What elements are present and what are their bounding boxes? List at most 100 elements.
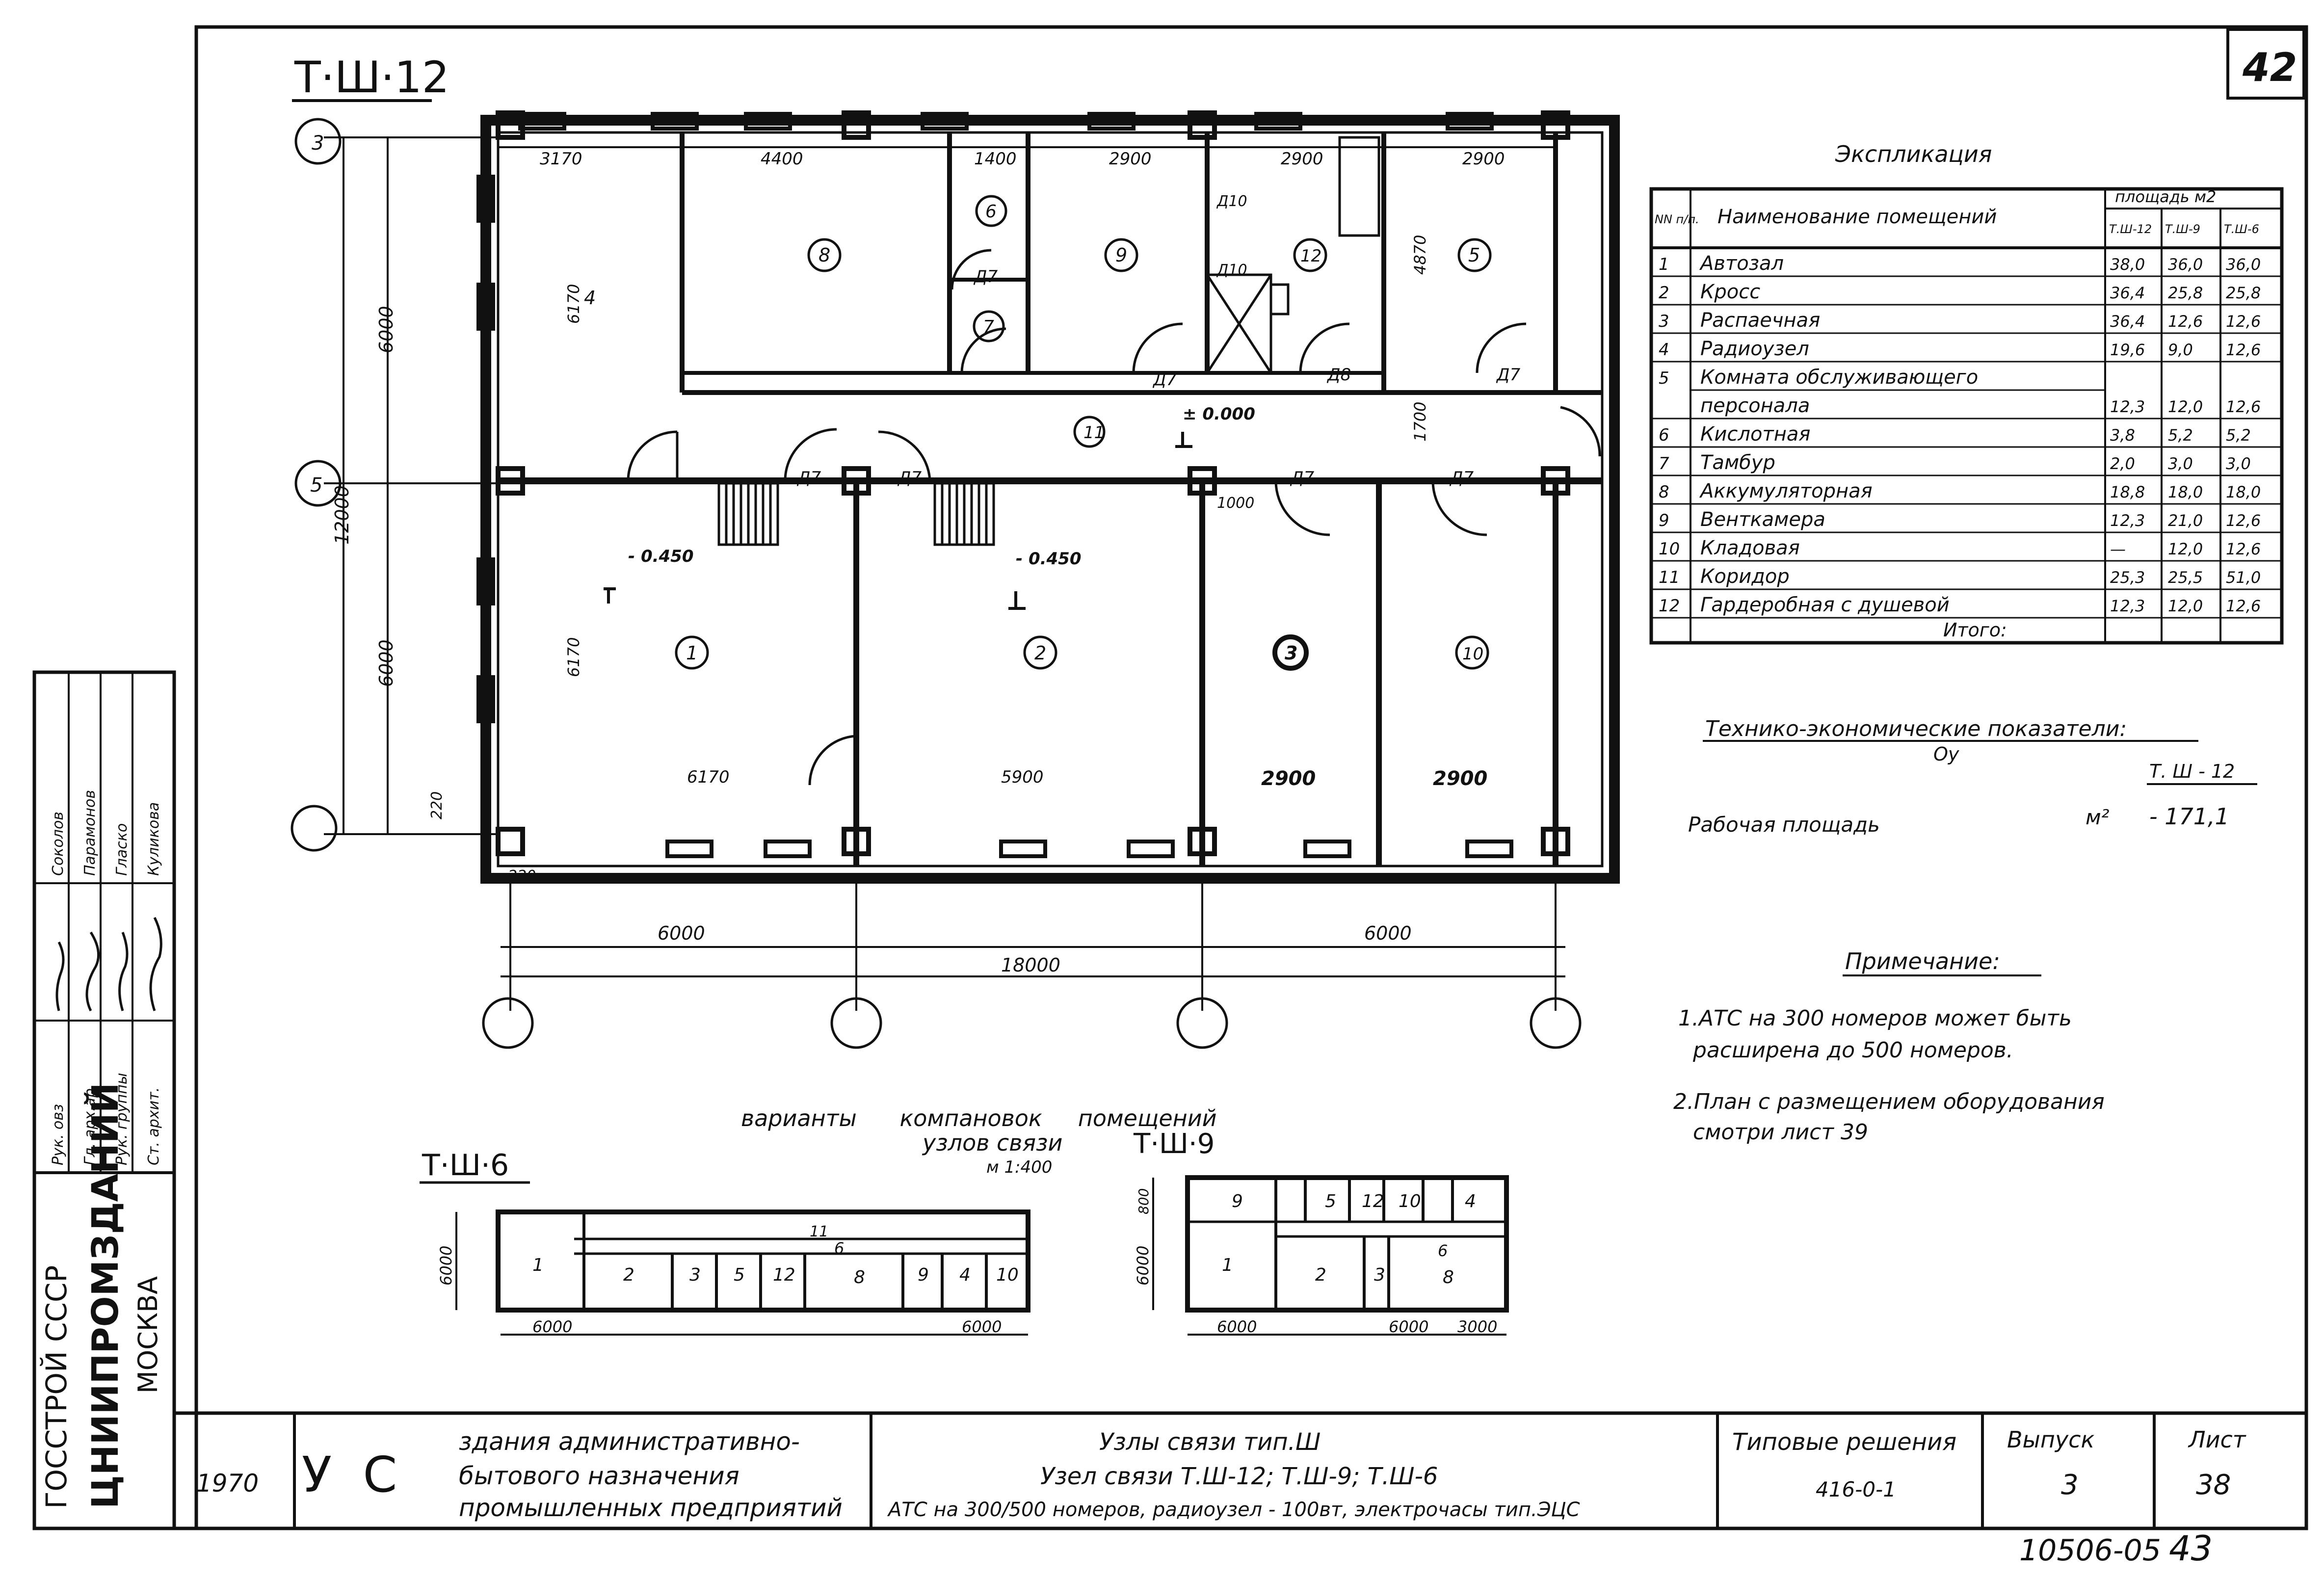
variant-9-room: 5 xyxy=(1325,1191,1336,1211)
variant-9-room: 4 xyxy=(1465,1191,1476,1211)
row-area-9: 5,2 xyxy=(2168,426,2193,445)
inner-dim: 4870 xyxy=(1411,235,1429,275)
row-name: Радиоузел xyxy=(1700,338,1809,360)
row-area-9: 25,5 xyxy=(2168,568,2203,587)
row-name: Гардеробная с душевой xyxy=(1700,594,1950,616)
dim-top: 4400 xyxy=(761,149,803,169)
title-list-value: 38 xyxy=(2196,1469,2231,1501)
row-area-12: 25,3 xyxy=(2110,568,2145,587)
row-area-12: 2,0 xyxy=(2110,454,2135,473)
variant-6-dim: 6000 xyxy=(437,1246,455,1286)
explication-title: Экспликация xyxy=(1835,141,1992,167)
title-letters: У С xyxy=(302,1446,397,1503)
stamp-name: Куликова xyxy=(145,802,162,876)
title-desc: бытового назначения xyxy=(459,1462,739,1490)
level-mark: ± 0.000 xyxy=(1183,404,1255,424)
row-number: 4 xyxy=(1659,340,1669,360)
explication-col-name: Наименование помещений xyxy=(1717,206,1997,228)
tep-col: Т. Ш - 12 xyxy=(2149,761,2235,782)
room-number: 7 xyxy=(983,317,994,337)
door-label: Д7 xyxy=(796,468,821,488)
row-number: 8 xyxy=(1659,482,1669,502)
title-desc: промышленных предприятий xyxy=(459,1494,843,1522)
row-area-9: 9,0 xyxy=(2168,341,2193,359)
variant-9-dim: 3000 xyxy=(1457,1317,1497,1336)
title-typ-label: Типовые решения xyxy=(1732,1428,1956,1456)
title-desc: здания административно- xyxy=(459,1427,800,1456)
row-area-12: 19,6 xyxy=(2110,341,2145,359)
sheet-frame xyxy=(172,25,2308,1530)
level-mark: - 0.450 xyxy=(628,547,694,566)
note-line: смотри лист 39 xyxy=(1693,1120,1868,1145)
note-line: 2.План с размещением оборудования xyxy=(1673,1089,2105,1114)
explication-total: Итого: xyxy=(1943,619,2007,641)
title-list-label: Лист xyxy=(2188,1426,2246,1453)
inner-dim: 6170 xyxy=(564,284,583,324)
variants-title: варианты компановок помещений xyxy=(741,1105,1216,1131)
row-name: Коридор xyxy=(1700,565,1790,588)
room-number: 1 xyxy=(686,642,698,664)
note-block: Примечание: 1.АТС на 300 номеров может б… xyxy=(1673,948,2105,1145)
variant-label-9: Т·Ш·9 xyxy=(1133,1128,1215,1160)
row-area-6: 5,2 xyxy=(2226,426,2251,445)
room-number: 3 xyxy=(1285,642,1297,664)
inner-dim: 1700 xyxy=(1411,402,1429,442)
variant-9-room: 12 xyxy=(1362,1191,1384,1211)
row-area-6: 12,6 xyxy=(2226,540,2261,558)
variant-6-room: 11 xyxy=(810,1223,828,1240)
variant-9-room: 10 xyxy=(1399,1191,1421,1211)
row-area-12: — xyxy=(2110,540,2126,558)
inner-dim: 220 xyxy=(428,791,446,819)
door-label: Д8 xyxy=(1326,365,1351,385)
plan-labels: 3 5 3170 4400 1400 2900 2900 2900 6000 6… xyxy=(310,132,1521,976)
row-name: Кросс xyxy=(1700,281,1760,303)
stamp-name: Гласко xyxy=(113,823,131,876)
variant-9-dim: 6000 xyxy=(1217,1317,1257,1336)
explication-subcol: Т.Ш-6 xyxy=(2224,222,2259,236)
signature-marks xyxy=(55,917,162,1012)
explication-subcol: Т.Ш-12 xyxy=(2109,222,2152,236)
org-line-1: ГОССТРОЙ СССР xyxy=(39,1265,73,1509)
variant-9-room: 1 xyxy=(1222,1255,1233,1275)
variant-9-room: 8 xyxy=(1443,1267,1454,1288)
variant-9-room: 2 xyxy=(1315,1265,1326,1285)
row-area-9: 3,0 xyxy=(2168,454,2193,473)
row-area-6: 12,6 xyxy=(2226,597,2261,615)
inner-dim: 6170 xyxy=(687,767,730,787)
variant-6-room: 12 xyxy=(773,1265,795,1285)
title-typ-value: 416-0-1 xyxy=(1816,1477,1896,1501)
title-vyp-label: Выпуск xyxy=(2007,1426,2094,1453)
row-area-12: 18,8 xyxy=(2110,483,2145,501)
row-area-9: 12,0 xyxy=(2168,540,2203,558)
row-area-9: 25,8 xyxy=(2168,284,2203,302)
inner-dim: 6170 xyxy=(564,637,583,677)
variant-9-room: 3 xyxy=(1374,1265,1385,1285)
row-name: Аккумуляторная xyxy=(1699,480,1873,502)
explication-col-area: площадь м2 xyxy=(2115,187,2216,206)
row-number: 9 xyxy=(1659,511,1669,530)
room-number: 5 xyxy=(1468,244,1480,266)
row-name: персонала xyxy=(1700,394,1810,417)
variant-6-room: 5 xyxy=(734,1265,745,1285)
row-name: Тамбур xyxy=(1700,451,1775,474)
row-name: Кладовая xyxy=(1700,537,1800,559)
row-area-9: 12,6 xyxy=(2168,312,2203,331)
stamp-role: Рук. группы xyxy=(113,1073,131,1165)
title-mid: АТС на 300/500 номеров, радиоузел - 100в… xyxy=(887,1498,1580,1521)
row-name: Распаечная xyxy=(1700,309,1820,332)
row-area-9: 21,0 xyxy=(2168,511,2203,530)
dim-bottom: 6000 xyxy=(1364,922,1412,944)
title-year: 1970 xyxy=(196,1469,259,1498)
dim-bottom: 6000 xyxy=(658,922,705,944)
inner-dim: 5900 xyxy=(1001,767,1044,787)
row-area-12: 3,8 xyxy=(2110,426,2135,445)
title-block xyxy=(293,1413,2156,1528)
room-number: 8 xyxy=(819,244,830,266)
row-number: 10 xyxy=(1659,539,1680,559)
tep-unit: м² xyxy=(2086,805,2110,829)
variant-6-room: 3 xyxy=(689,1265,701,1285)
room-number: 10 xyxy=(1462,644,1483,664)
variant-9-plan xyxy=(1152,1175,1509,1336)
variant-6-room: 1 xyxy=(532,1255,544,1275)
